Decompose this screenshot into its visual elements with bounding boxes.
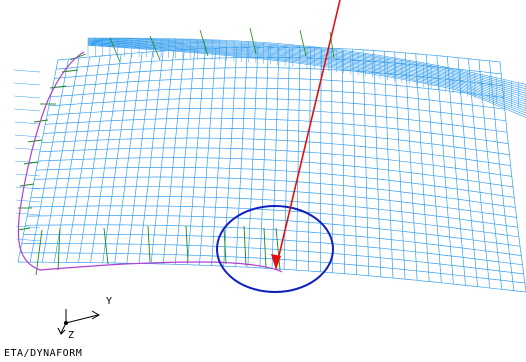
normal-arrow-icon: [271, 0, 341, 270]
part-boundary-curve: [17, 51, 283, 273]
selection-circle[interactable]: [216, 205, 334, 293]
brand-label: ETA/DYNAFORM: [4, 348, 83, 359]
coordinate-triad-icon: [57, 309, 101, 335]
flange-mesh: [13, 37, 526, 242]
triad-y-label: Y: [106, 296, 113, 307]
draw-edge-lines: [17, 27, 335, 276]
triad-z-label: Z: [68, 330, 75, 341]
